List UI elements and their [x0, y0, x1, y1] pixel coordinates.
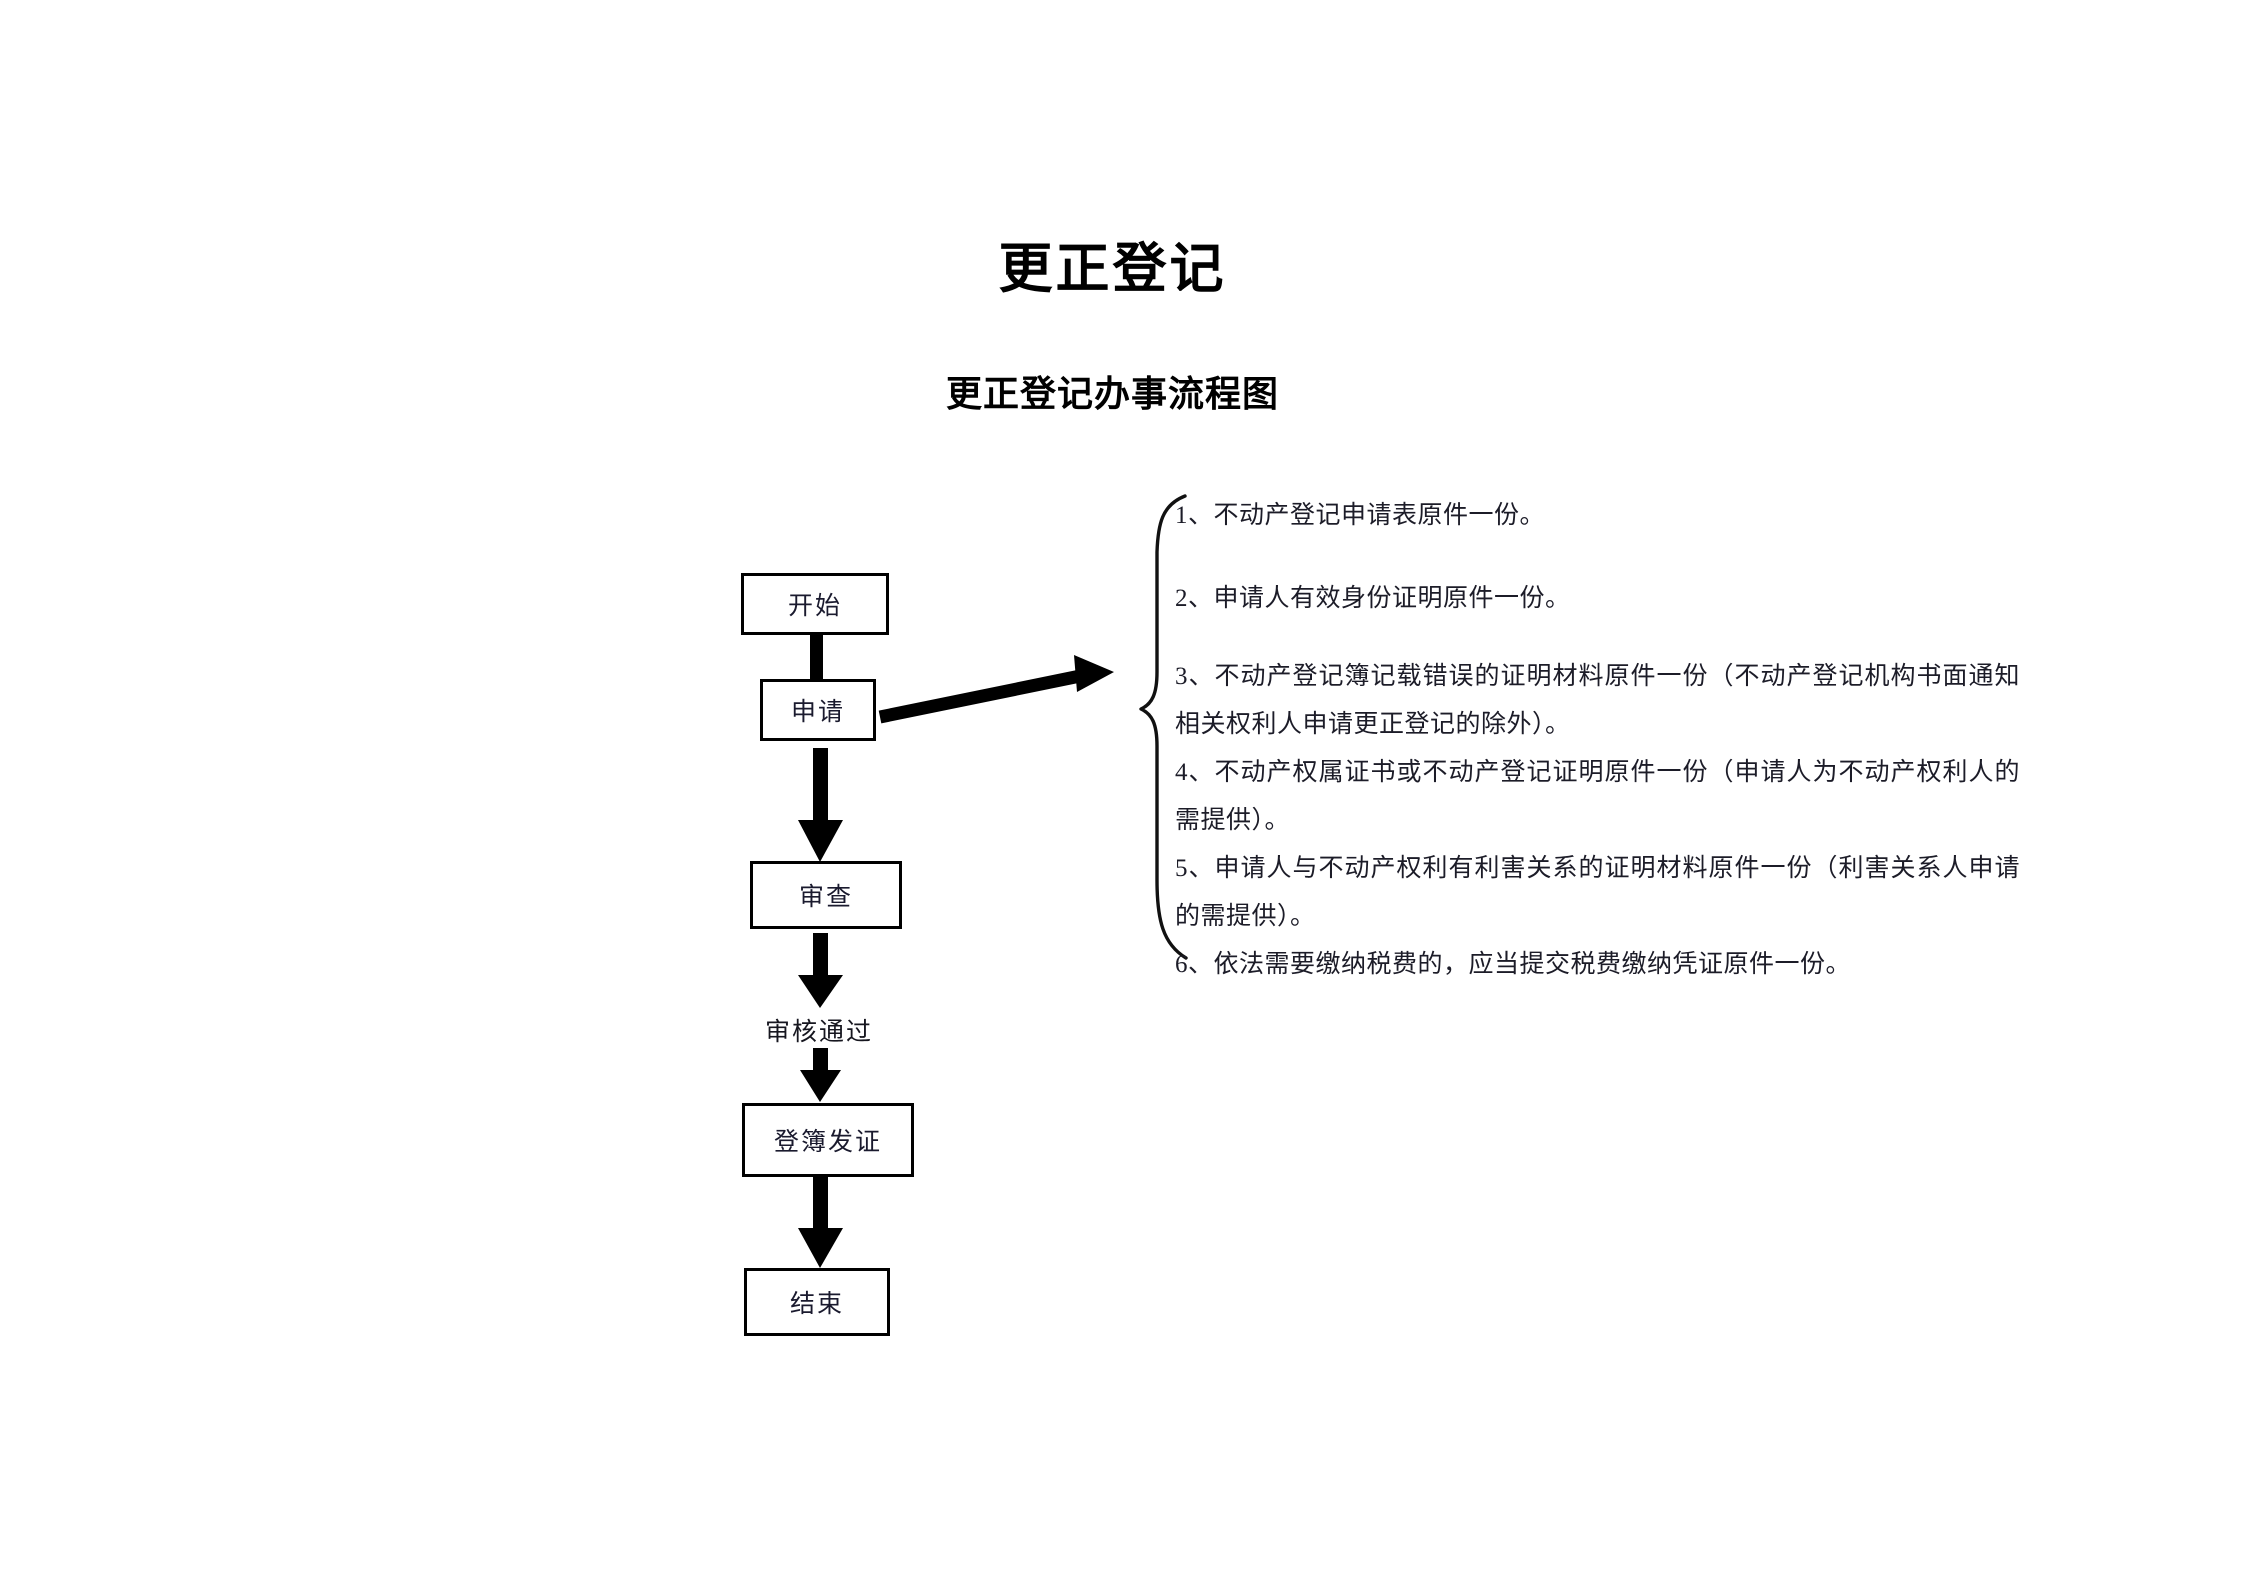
flow-node-issue[interactable]: 登簿发证: [742, 1103, 914, 1177]
flow-node-apply-label: 申请: [790, 699, 845, 726]
requirement-item: 6、依法需要缴纳税费的，应当提交税费缴纳凭证原件一份。: [1175, 951, 1852, 978]
flow-node-apply[interactable]: 申请: [760, 679, 876, 741]
flow-node-end[interactable]: 结束: [744, 1268, 890, 1336]
requirement-item: 3、不动产登记簿记载错误的证明材料原件一份（不动产登记机构书面通知相关权利人申请…: [1175, 663, 2020, 738]
page-title-text: 更正登记: [998, 239, 1227, 299]
page-title: 更正登记: [0, 239, 2245, 299]
flow-node-end-label: 结束: [789, 1291, 844, 1318]
flow-node-start-label: 开始: [787, 593, 842, 620]
page-subtitle-text: 更正登记办事流程图: [945, 374, 1279, 414]
requirement-item: 5、申请人与不动产权利有利害关系的证明材料原件一份（利害关系人申请的需提供）。: [1175, 855, 2020, 930]
requirements-list: 1、不动产登记申请表原件一份。 2、申请人有效身份证明原件一份。 3、不动产登记…: [1175, 492, 2020, 989]
flow-edge-label-approved: 审核通过: [765, 1019, 874, 1046]
page-subtitle: 更正登记办事流程图: [0, 374, 2245, 415]
flow-node-review-label: 审查: [798, 884, 853, 911]
requirement-item: 2、申请人有效身份证明原件一份。: [1175, 585, 1571, 612]
flowchart: 开始 申请 审查 审核通过 登簿发证 结束: [0, 0, 1120, 1587]
page-top-edge: [0, 0, 2245, 3]
flow-node-review[interactable]: 审查: [750, 861, 902, 929]
flow-node-issue-label: 登簿发证: [773, 1129, 882, 1156]
requirement-item: 1、不动产登记申请表原件一份。: [1175, 502, 1546, 529]
flow-node-start[interactable]: 开始: [741, 573, 889, 635]
requirement-item: 4、不动产权属证书或不动产登记证明原件一份（申请人为不动产权利人的需提供）。: [1175, 759, 2020, 834]
